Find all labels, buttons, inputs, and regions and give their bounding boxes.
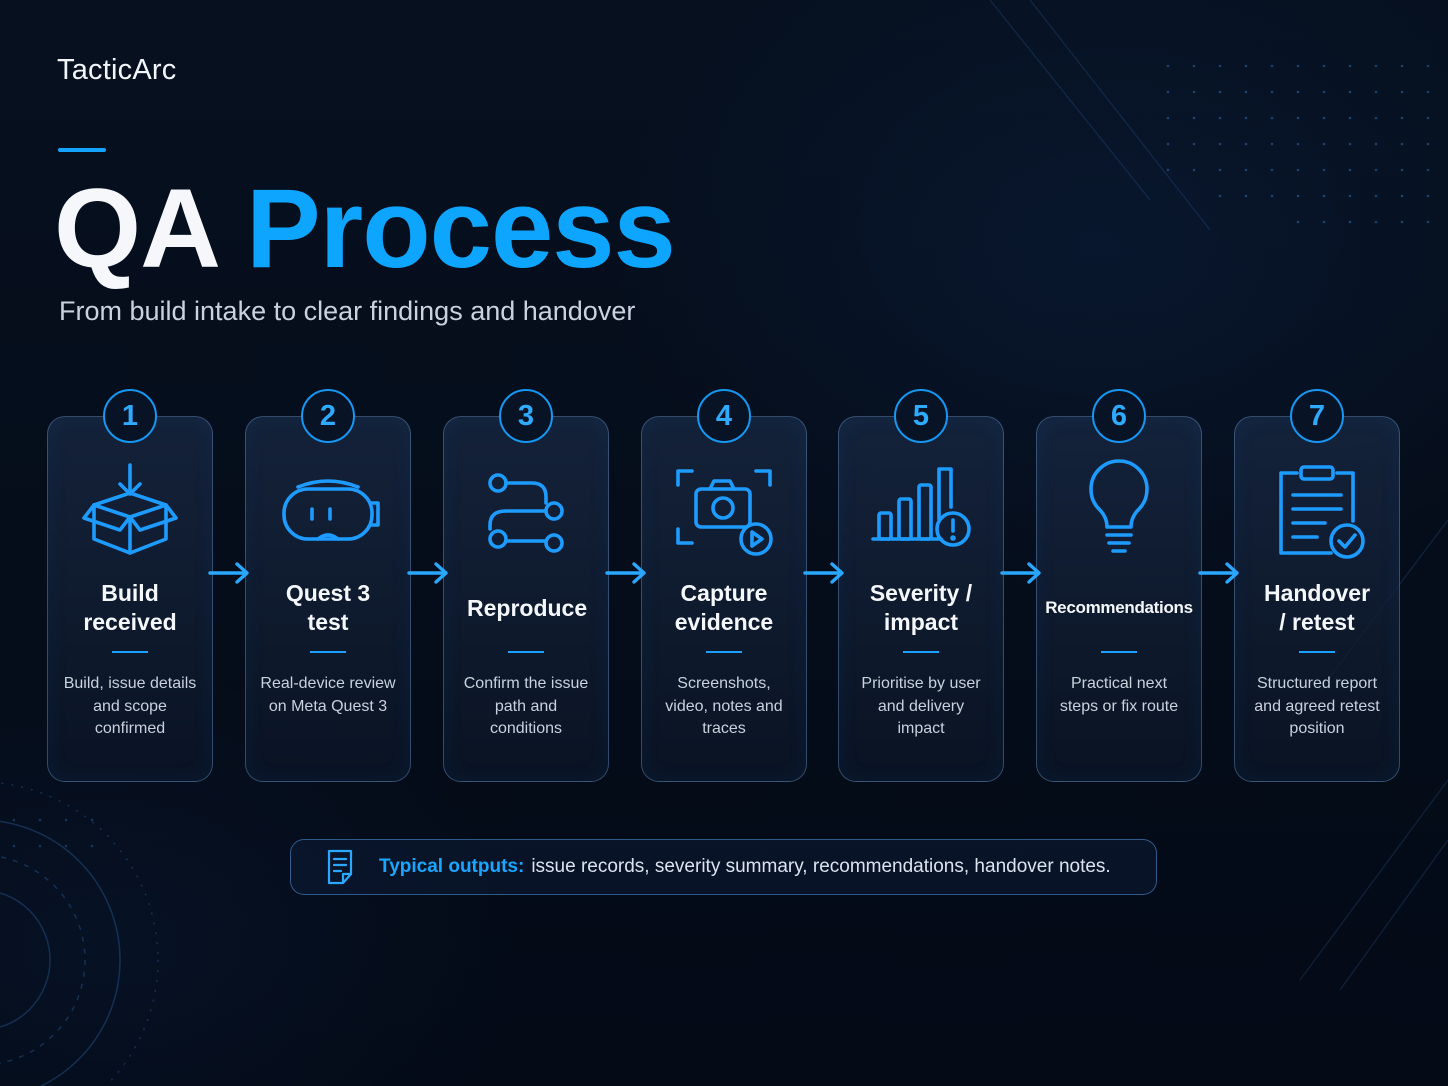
step-divider (310, 651, 346, 653)
step-divider (1299, 651, 1335, 653)
step-number-badge: 5 (894, 389, 948, 443)
step-card-4: 4 Capture evidence Screenshots, video, n… (641, 389, 807, 782)
document-icon (327, 849, 353, 885)
step-card-7: 7 Handover / retest Structured report an… (1234, 389, 1400, 782)
flow-arrow-icon (803, 562, 844, 584)
step-number-badge: 3 (499, 389, 553, 443)
step-divider (508, 651, 544, 653)
step-divider (112, 651, 148, 653)
flow-arrow-icon (605, 562, 646, 584)
page-title: QA Process (54, 170, 676, 288)
clipboard-check-icon (1267, 463, 1367, 563)
page-title-word-2: Process (245, 166, 676, 291)
brand-logo: TacticArc (57, 54, 177, 86)
bar-chart-alert-icon (871, 463, 971, 563)
title-accent-bar (58, 148, 106, 152)
step-title: Handover / retest (1263, 580, 1371, 635)
step-title: Quest 3 test (285, 580, 371, 635)
flow-arrow-icon (407, 562, 448, 584)
step-divider (1101, 651, 1137, 653)
step-divider (706, 651, 742, 653)
step-title: Severity / impact (869, 580, 973, 635)
step-card-2: 2 Quest 3 test Real-device review on Met… (245, 389, 411, 782)
typical-outputs-panel: Typical outputs: issue records, severity … (290, 839, 1157, 895)
lightbulb-icon (1069, 459, 1169, 563)
step-number-badge: 4 (697, 389, 751, 443)
typical-outputs-text: Typical outputs: issue records, severity … (379, 856, 1111, 878)
typical-outputs-label: Typical outputs: (379, 856, 525, 877)
step-title: Reproduce (467, 594, 588, 621)
route-path-icon (476, 463, 576, 563)
camera-capture-icon (674, 463, 774, 563)
step-card-1: 1 Build received Build, issue details an… (47, 389, 213, 782)
step-description: Prioritise by user and delivery impact (861, 675, 981, 737)
step-description: Build, issue details and scope confirmed (63, 675, 197, 737)
flow-arrow-icon (208, 562, 249, 584)
page-title-word-1: QA (54, 166, 217, 291)
step-number-badge: 1 (103, 389, 157, 443)
step-description: Screenshots, video, notes and traces (665, 675, 783, 737)
step-title: Capture evidence (674, 580, 774, 635)
step-description: Real-device review on Meta Quest 3 (260, 675, 396, 715)
step-title: Recommendations (1045, 598, 1193, 618)
step-description: Practical next steps or fix route (1059, 675, 1179, 715)
step-card-6: 6 Recommendations Practical next steps o… (1036, 389, 1202, 782)
step-number-badge: 2 (301, 389, 355, 443)
step-description: Confirm the issue path and conditions (463, 675, 589, 737)
flow-arrow-icon (1198, 562, 1239, 584)
step-number-badge: 7 (1290, 389, 1344, 443)
box-download-icon (80, 463, 180, 563)
step-divider (903, 651, 939, 653)
typical-outputs-list: issue records, severity summary, recomme… (531, 856, 1111, 877)
vr-headset-icon (278, 463, 380, 563)
step-card-3: 3 Reproduce Confirm the issue path and c… (443, 389, 609, 782)
page-subtitle: From build intake to clear findings and … (59, 296, 636, 326)
step-description: Structured report and agreed retest posi… (1254, 675, 1380, 737)
step-card-5: 5 Severity / impact Prioritise by user a… (838, 389, 1004, 782)
step-title: Build received (83, 580, 177, 635)
step-number-badge: 6 (1092, 389, 1146, 443)
flow-arrow-icon (1000, 562, 1041, 584)
